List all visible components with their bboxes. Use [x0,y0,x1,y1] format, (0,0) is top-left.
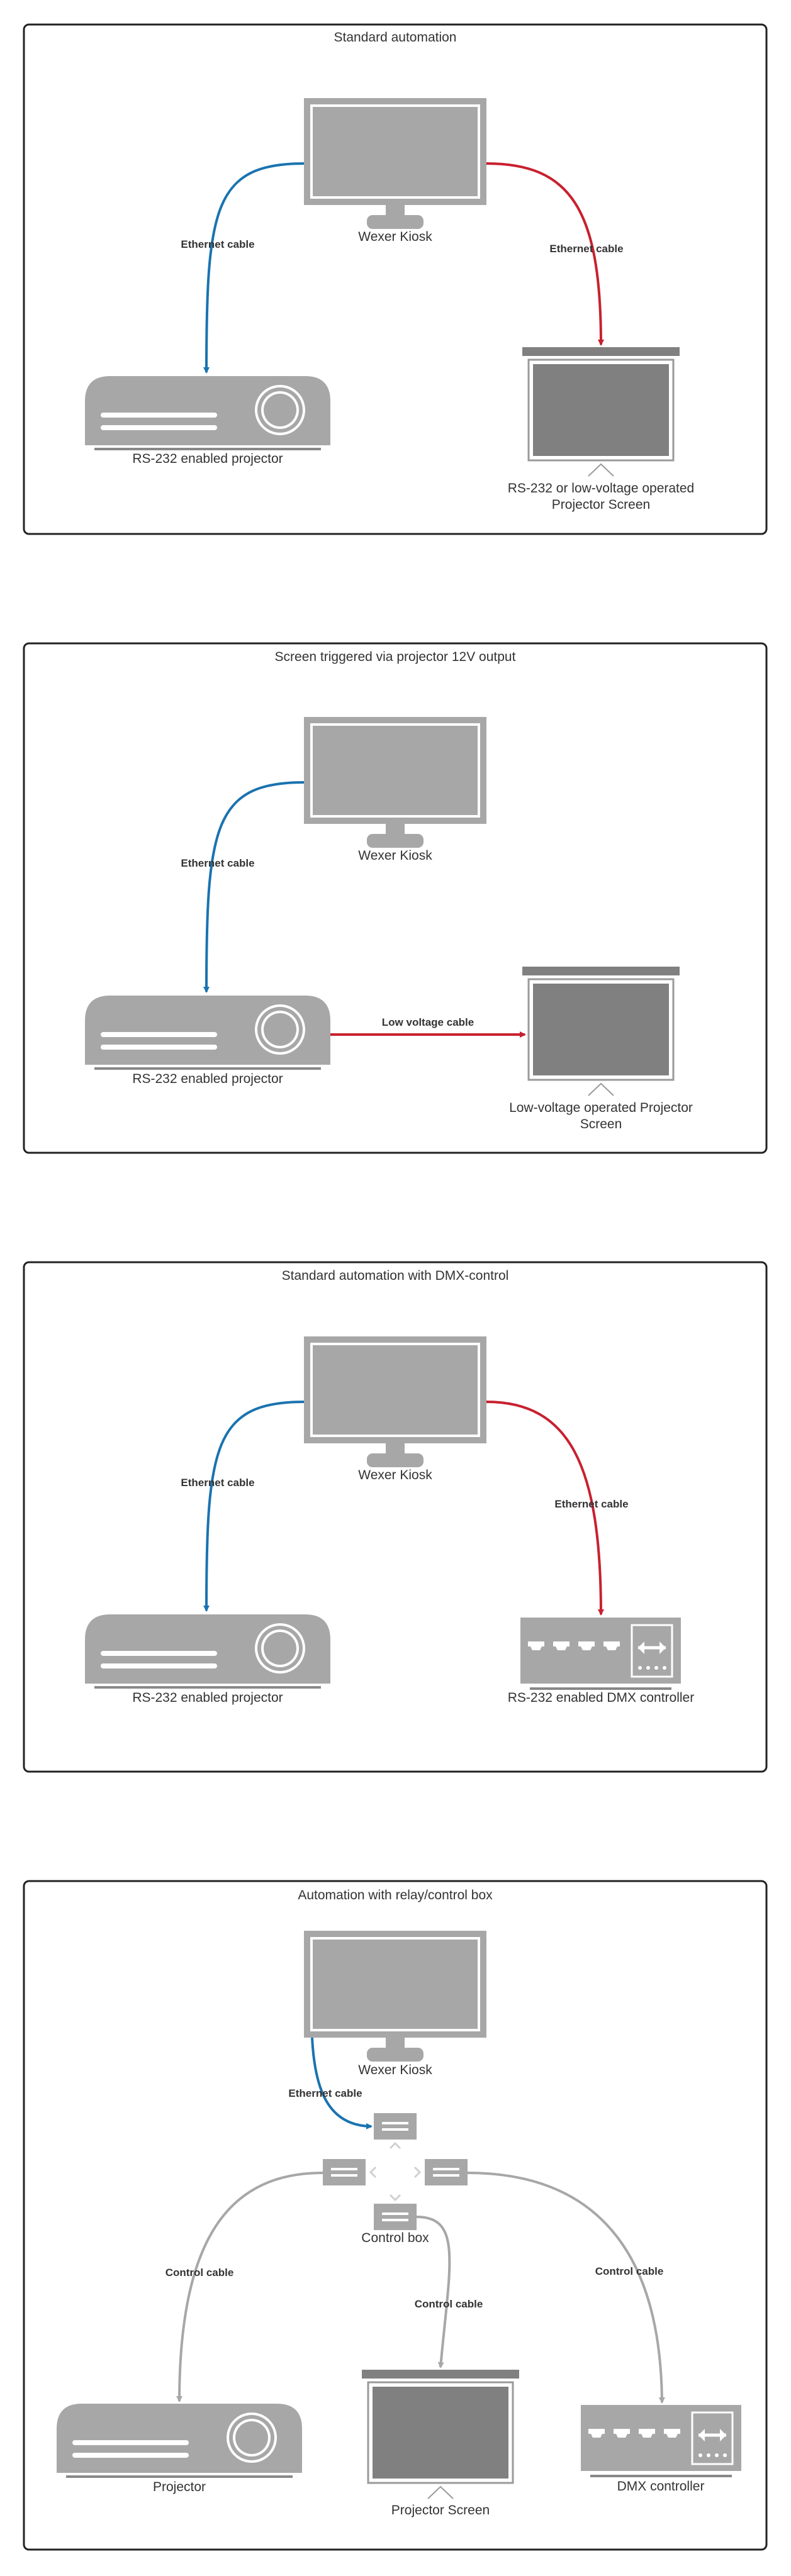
monitor-icon [304,717,486,848]
projector-icon [85,1614,330,1689]
monitor-icon [304,1931,486,2062]
kiosk-label: Wexer Kiosk [358,1468,432,1482]
dmx-label: RS-232 enabled DMX controller [508,1690,694,1705]
section-frame [23,1880,768,2551]
edge-label: Ethernet cable [181,1477,254,1489]
kiosk-label: Wexer Kiosk [358,2063,432,2077]
kiosk-label: Wexer Kiosk [358,848,432,863]
edge-label: Low voltage cable [382,1016,474,1028]
control-cable-edge [416,2216,451,2368]
projector-label: Projector [153,2480,206,2494]
control-cable-edge [467,2172,665,2404]
section-screen-triggered: Screen triggered via projector 12V outpu… [23,642,768,1154]
ethernet-cable-edge [486,162,604,346]
projector-icon [85,376,330,450]
edge-label: Ethernet cable [549,243,623,255]
projector-icon [85,996,330,1070]
ethernet-cable-edge [311,2037,373,2129]
edge-label: Control cable [165,2267,234,2279]
section-title: Standard automation with DMX-control [282,1269,509,1283]
projector-screen-icon [521,346,681,477]
screen-label-line1: RS-232 or low-voltage operated [508,481,695,496]
edge-label: Ethernet cable [288,2087,362,2099]
section-frame [23,642,768,1154]
screen-label-line2: Screen [580,1117,622,1131]
section-standard-automation: Standard automation Wexer Kiosk RS-232 e… [23,23,768,535]
edge-label: Control cable [595,2265,664,2277]
section-frame [23,23,768,535]
projector-label: RS-232 enabled projector [132,452,283,466]
projector-label: RS-232 enabled projector [132,1690,283,1705]
dmx-controller-icon [520,1618,681,1690]
section-relay-control-box: Automation with relay/control box Wexer … [23,1880,768,2551]
projector-icon [57,2404,302,2478]
projector-screen-icon [521,965,681,1097]
ethernet-cable-edge [203,1401,305,1612]
section-title: Screen triggered via projector 12V outpu… [275,650,516,664]
edge-label: Ethernet cable [181,238,254,250]
screen-label: Projector Screen [391,2503,490,2518]
section-title: Standard automation [334,30,457,45]
section-frame [23,1261,768,1773]
edge-label: Ethernet cable [554,1498,628,1510]
monitor-icon [304,1336,486,1467]
dmx-label: DMX controller [617,2479,705,2494]
projector-screen-icon [361,2368,520,2500]
monitor-icon [304,98,486,229]
ethernet-cable-edge [203,781,305,993]
projector-label: RS-232 enabled projector [132,1072,283,1086]
edge-label: Ethernet cable [181,857,254,869]
section-title: Automation with relay/control box [298,1888,493,1902]
section-dmx-control: Standard automation with DMX-control Wex… [23,1261,768,1773]
screen-label-line2: Projector Screen [552,497,650,512]
control-box-label: Control box [361,2231,429,2245]
ethernet-cable-edge [486,1401,604,1616]
edge-label: Control cable [415,2298,483,2310]
kiosk-label: Wexer Kiosk [358,230,432,244]
screen-label-line1: Low-voltage operated Projector [509,1101,693,1115]
dmx-controller-icon [581,2405,741,2477]
control-box-icon [323,2113,468,2230]
ethernet-cable-edge [203,162,305,374]
control-cable-edge [176,2172,323,2402]
